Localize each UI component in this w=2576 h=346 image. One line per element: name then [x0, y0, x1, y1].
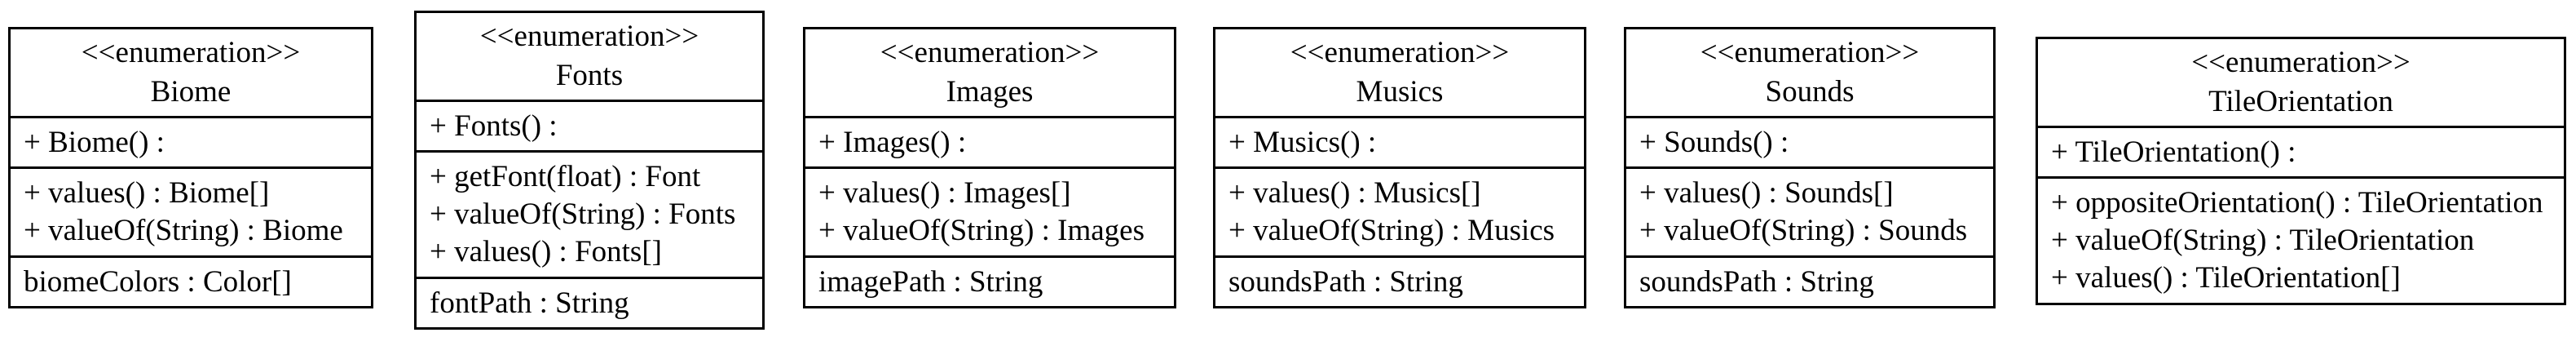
uml-class-sounds: <<enumeration>> Sounds + Sounds() : + va…	[1624, 27, 1996, 308]
stereotype-label: <<enumeration>>	[479, 20, 699, 53]
attributes-compartment: imagePath : String	[805, 255, 1174, 306]
constructor-compartment: + Fonts() :	[417, 100, 762, 150]
constructor-compartment: + TileOrientation() :	[2038, 126, 2564, 176]
method-item: + getFont(float) : Font	[430, 160, 701, 193]
uml-class-images: <<enumeration>> Images + Images() : + va…	[803, 27, 1176, 308]
method-item: + valueOf(String) : Musics	[1228, 214, 1555, 247]
uml-class-fonts: <<enumeration>> Fonts + Fonts() : + getF…	[414, 11, 765, 330]
uml-class-musics: <<enumeration>> Musics + Musics() : + va…	[1213, 27, 1586, 308]
header-compartment: <<enumeration>> Images	[805, 29, 1174, 116]
stereotype-label: <<enumeration>>	[1290, 36, 1510, 69]
methods-compartment: + oppositeOrientation() : TileOrientatio…	[2038, 176, 2564, 303]
header-compartment: <<enumeration>> TileOrientation	[2038, 39, 2564, 126]
constructor-compartment: + Biome() :	[11, 116, 371, 166]
constructor-compartment: + Sounds() :	[1626, 116, 1993, 166]
method-item: + values() : Musics[]	[1228, 176, 1481, 210]
method-item: + values() : Fonts[]	[430, 235, 662, 268]
class-name: Biome	[150, 75, 232, 109]
methods-compartment: + values() : Musics[] + valueOf(String) …	[1215, 166, 1584, 255]
constructor-item: + Images() :	[818, 125, 967, 159]
method-item: + oppositeOrientation() : TileOrientatio…	[2051, 186, 2543, 220]
methods-compartment: + values() : Biome[] + valueOf(String) :…	[11, 166, 371, 255]
method-item: + values() : Sounds[]	[1639, 176, 1894, 210]
method-item: + valueOf(String) : Sounds	[1639, 214, 1968, 247]
method-item: + valueOf(String) : Images	[818, 214, 1145, 247]
class-name: Fonts	[555, 59, 624, 92]
attribute-item: soundsPath : String	[1228, 264, 1463, 299]
uml-class-biome: <<enumeration>> Biome + Biome() : + valu…	[8, 27, 373, 308]
methods-compartment: + values() : Images[] + valueOf(String) …	[805, 166, 1174, 255]
stereotype-label: <<enumeration>>	[1700, 36, 1920, 69]
method-item: + valueOf(String) : TileOrientation	[2051, 224, 2475, 257]
header-compartment: <<enumeration>> Sounds	[1626, 29, 1993, 116]
method-item: + valueOf(String) : Fonts	[430, 197, 736, 231]
constructor-item: + Sounds() :	[1639, 125, 1789, 159]
header-compartment: <<enumeration>> Musics	[1215, 29, 1584, 116]
constructor-compartment: + Musics() :	[1215, 116, 1584, 166]
attribute-item: imagePath : String	[818, 264, 1043, 299]
header-compartment: <<enumeration>> Biome	[11, 29, 371, 116]
class-name: Images	[946, 75, 1034, 109]
attributes-compartment: biomeColors : Color[]	[11, 255, 371, 306]
stereotype-label: <<enumeration>>	[81, 36, 301, 69]
stereotype-label: <<enumeration>>	[880, 36, 1100, 69]
class-name: Musics	[1356, 75, 1444, 109]
method-item: + values() : Biome[]	[24, 176, 270, 210]
uml-class-tileorientation: <<enumeration>> TileOrientation + TileOr…	[2036, 37, 2566, 305]
attributes-compartment: fontPath : String	[417, 277, 762, 327]
constructor-item: + TileOrientation() :	[2051, 135, 2296, 169]
attributes-compartment: soundsPath : String	[1626, 255, 1993, 306]
constructor-compartment: + Images() :	[805, 116, 1174, 166]
constructor-item: + Biome() :	[24, 125, 165, 159]
attributes-compartment: soundsPath : String	[1215, 255, 1584, 306]
methods-compartment: + getFont(float) : Font + valueOf(String…	[417, 150, 762, 277]
method-item: + values() : TileOrientation[]	[2051, 261, 2401, 295]
constructor-item: + Musics() :	[1228, 125, 1377, 159]
method-item: + valueOf(String) : Biome	[24, 214, 343, 247]
constructor-item: + Fonts() :	[430, 109, 558, 143]
class-name: Sounds	[1765, 75, 1855, 109]
class-name: TileOrientation	[2208, 85, 2393, 118]
attribute-item: fontPath : String	[430, 286, 629, 320]
attribute-item: biomeColors : Color[]	[24, 264, 292, 299]
header-compartment: <<enumeration>> Fonts	[417, 13, 762, 100]
attribute-item: soundsPath : String	[1639, 264, 1874, 299]
methods-compartment: + values() : Sounds[] + valueOf(String) …	[1626, 166, 1993, 255]
stereotype-label: <<enumeration>>	[2191, 46, 2411, 79]
method-item: + values() : Images[]	[818, 176, 1071, 210]
